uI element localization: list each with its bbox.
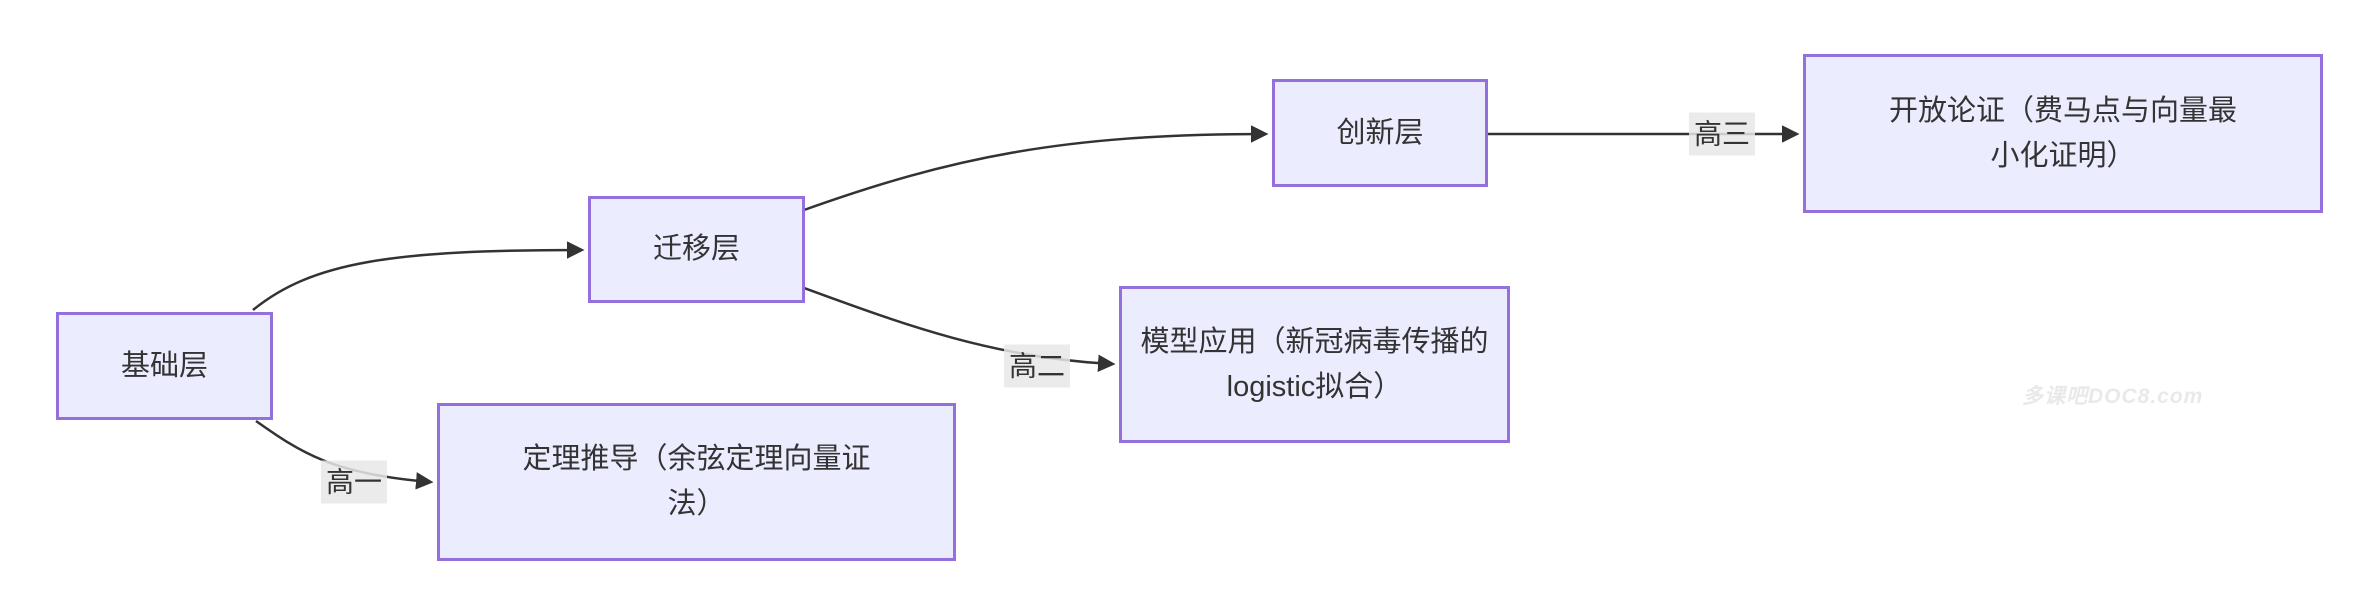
node-foundation-layer: 基础层 bbox=[56, 312, 273, 420]
node-theorem-derivation: 定理推导（余弦定理向量证 法） bbox=[437, 403, 956, 561]
node-open-argumentation: 开放论证（费马点与向量最 小化证明） bbox=[1803, 54, 2323, 213]
edge-label-grade1: 高一 bbox=[320, 460, 388, 504]
node-model-application: 模型应用（新冠病毒传播的 logistic拟合） bbox=[1119, 286, 1510, 443]
edge-label-grade2: 高二 bbox=[1003, 344, 1071, 388]
edge-foundation-to-transfer bbox=[252, 241, 585, 311]
edge-foundation-to-theorem bbox=[255, 419, 434, 490]
watermark-text: 多课吧DOC8.com bbox=[2022, 385, 2204, 408]
node-transfer-layer: 迁移层 bbox=[588, 196, 805, 303]
node-innovation-layer: 创新层 bbox=[1272, 79, 1488, 187]
edge-label-grade3: 高三 bbox=[1688, 112, 1756, 156]
edge-transfer-to-innovation bbox=[803, 125, 1269, 212]
